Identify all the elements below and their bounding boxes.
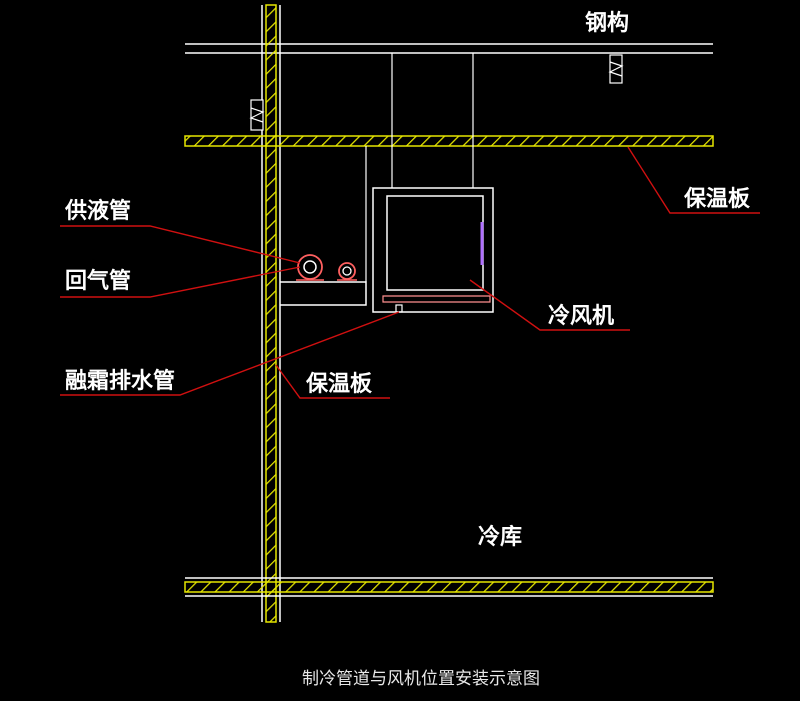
label-return-gas-pipe: 回气管: [65, 268, 131, 294]
pipe-support-bracket: [280, 281, 367, 306]
label-steel-structure: 钢构: [585, 10, 629, 36]
label-insulation-board-wall: 保温板: [305, 372, 373, 397]
hanger-rods: [365, 53, 474, 282]
label-insulation-board-top: 保温板: [683, 187, 751, 212]
floor-insulation-board: [184, 581, 714, 593]
label-defrost-drain-pipe: 融霜排水管: [65, 368, 175, 394]
break-symbol-right: [608, 54, 624, 84]
ceiling-insulation-board: [184, 135, 714, 147]
diagram-caption: 制冷管道与风机位置安装示意图: [302, 669, 540, 689]
label-air-cooler: 冷风机: [548, 303, 614, 329]
break-symbol-left: [249, 99, 265, 131]
liquid-supply-pipe-icon: [296, 254, 324, 281]
leader-lines: [60, 146, 760, 399]
air-cooler-unit: [372, 187, 494, 313]
floor-lines: [185, 577, 713, 597]
return-gas-pipe-icon: [337, 262, 357, 281]
wall-insulation-board: [265, 4, 277, 623]
label-cold-storage: 冷库: [478, 524, 522, 550]
label-liquid-supply-pipe: 供液管: [64, 198, 131, 224]
steel-beam: [185, 43, 713, 54]
